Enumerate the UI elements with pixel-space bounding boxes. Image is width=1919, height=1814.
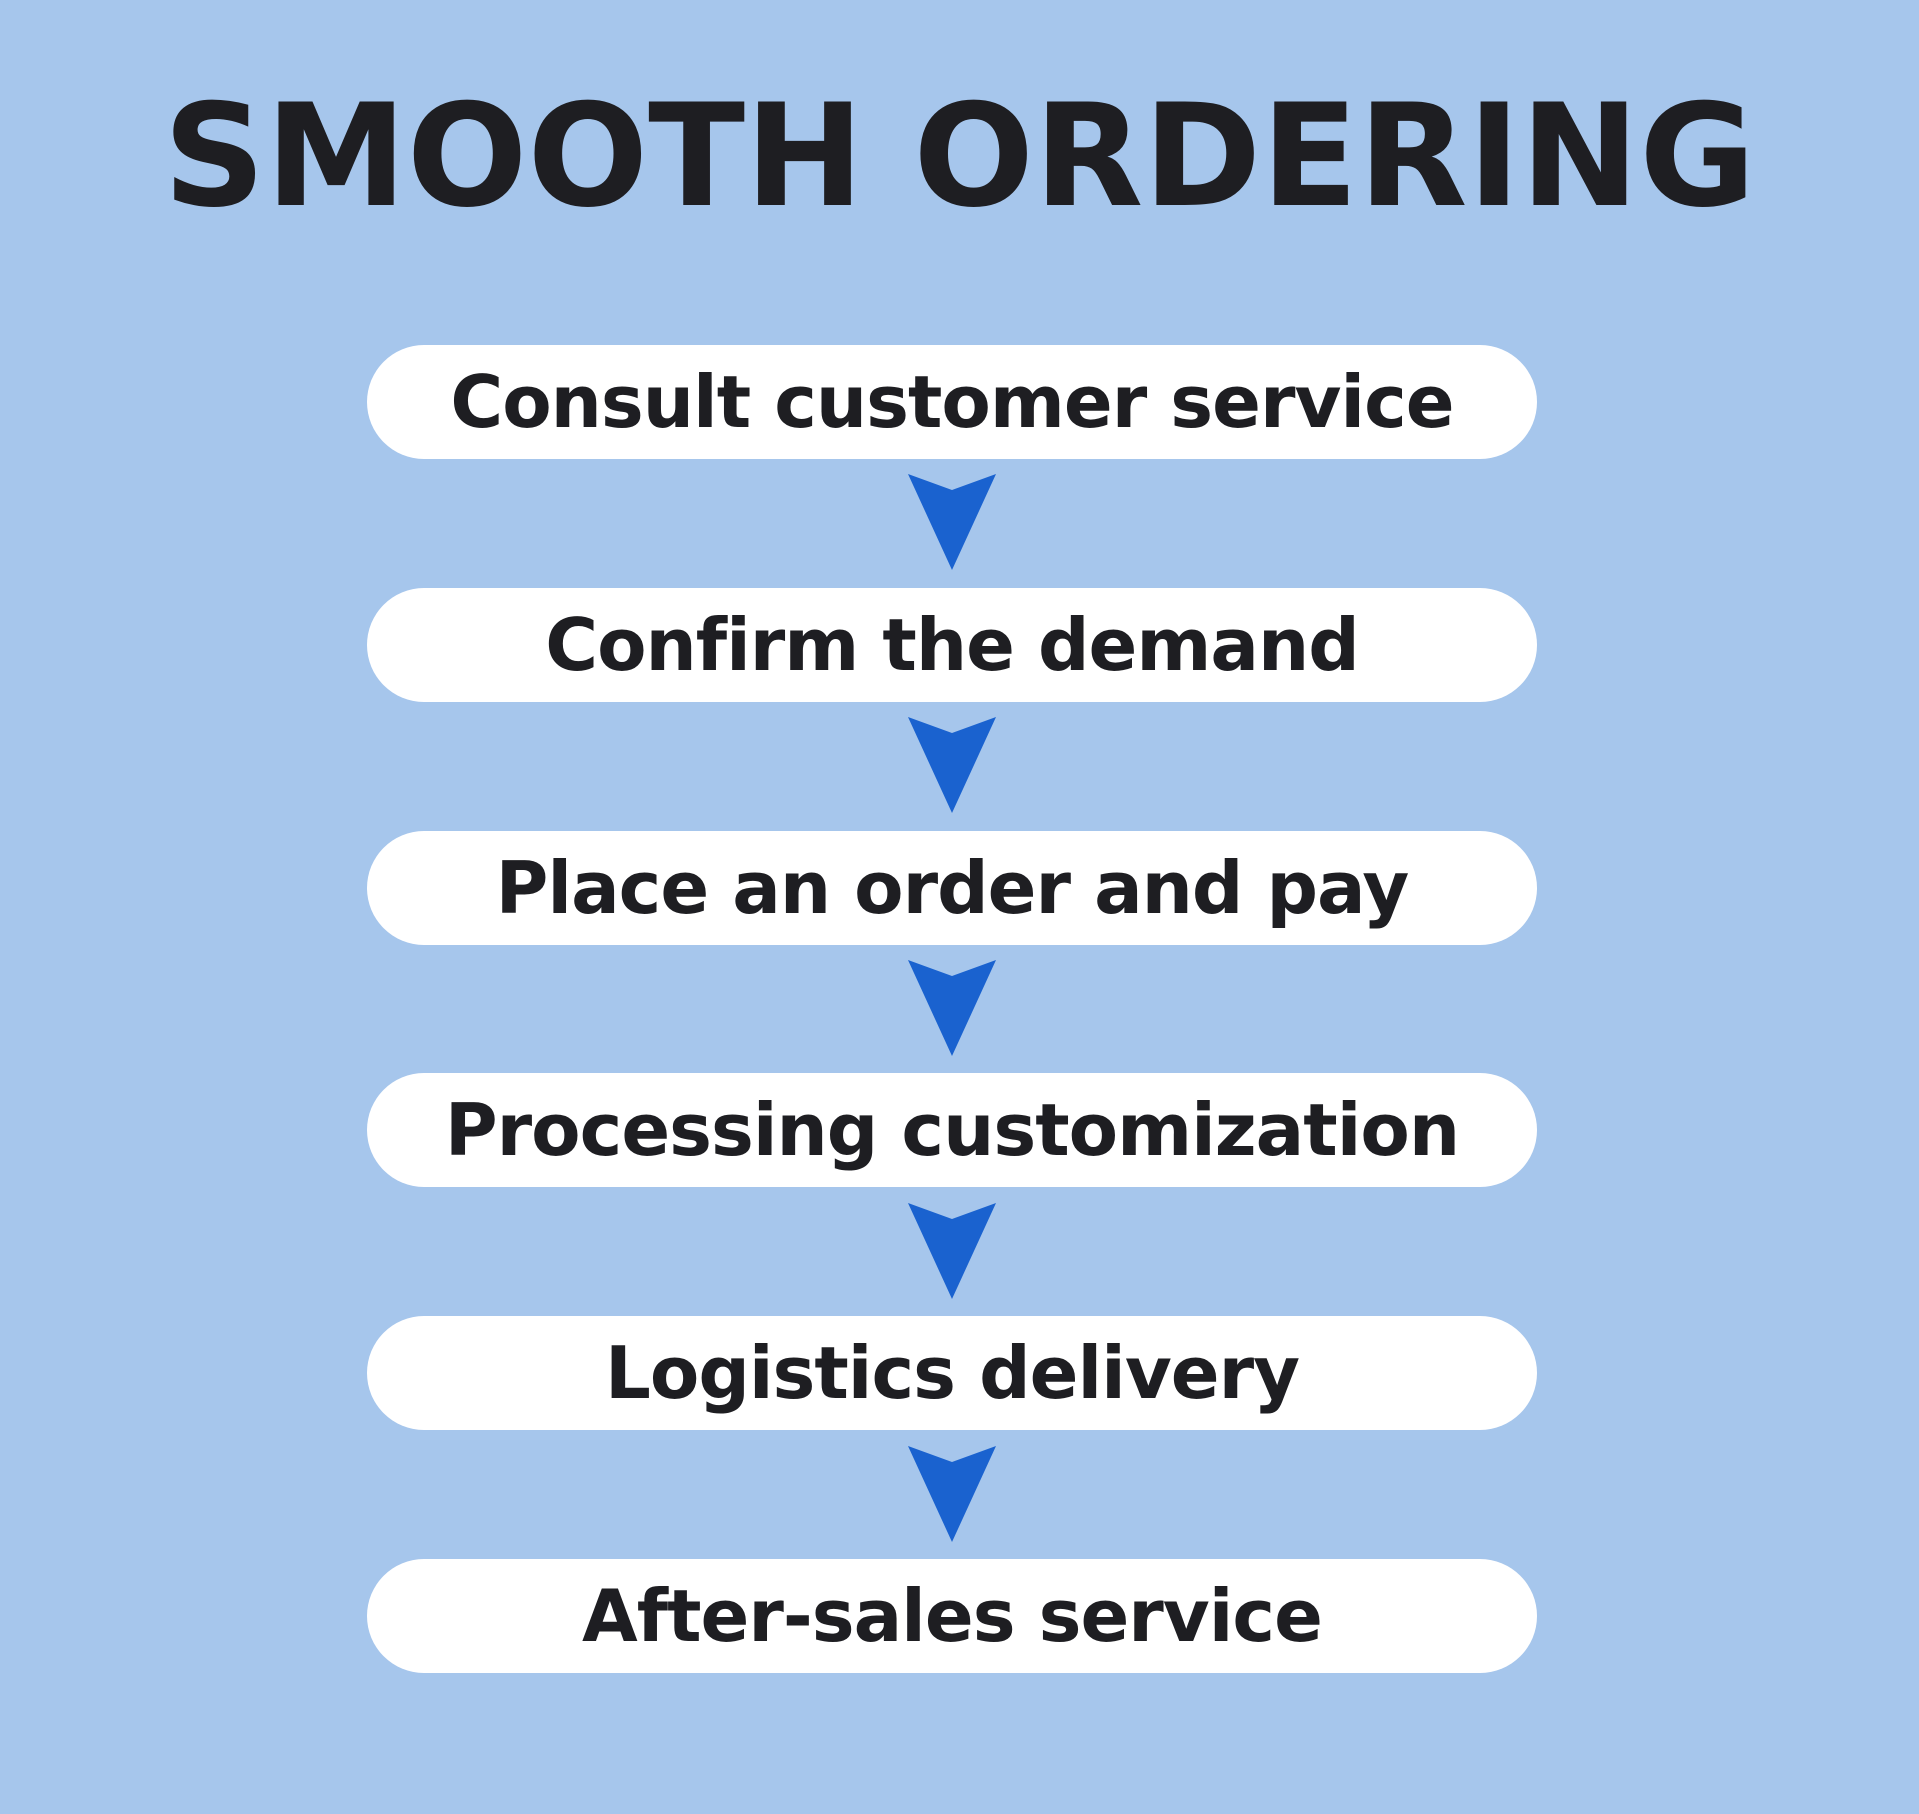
- step-after-sales: After-sales service: [367, 1559, 1537, 1673]
- arrow-down-icon: [908, 1446, 996, 1542]
- step-logistics: Logistics delivery: [367, 1316, 1537, 1430]
- arrow-down-icon: [908, 717, 996, 813]
- step-label: Confirm the demand: [545, 603, 1360, 687]
- page-title: SMOOTH ORDERING: [163, 74, 1756, 239]
- step-confirm: Confirm the demand: [367, 588, 1537, 702]
- arrow-down-icon: [908, 960, 996, 1056]
- step-label: After-sales service: [582, 1574, 1323, 1658]
- step-order-pay: Place an order and pay: [367, 831, 1537, 945]
- step-consult: Consult customer service: [367, 345, 1537, 459]
- step-label: Place an order and pay: [495, 846, 1410, 930]
- step-label: Consult customer service: [450, 360, 1454, 444]
- arrow-down-icon: [908, 474, 996, 570]
- step-label: Logistics delivery: [604, 1331, 1300, 1415]
- step-label: Processing customization: [444, 1088, 1460, 1172]
- arrow-down-icon: [908, 1203, 996, 1299]
- step-processing: Processing customization: [367, 1073, 1537, 1187]
